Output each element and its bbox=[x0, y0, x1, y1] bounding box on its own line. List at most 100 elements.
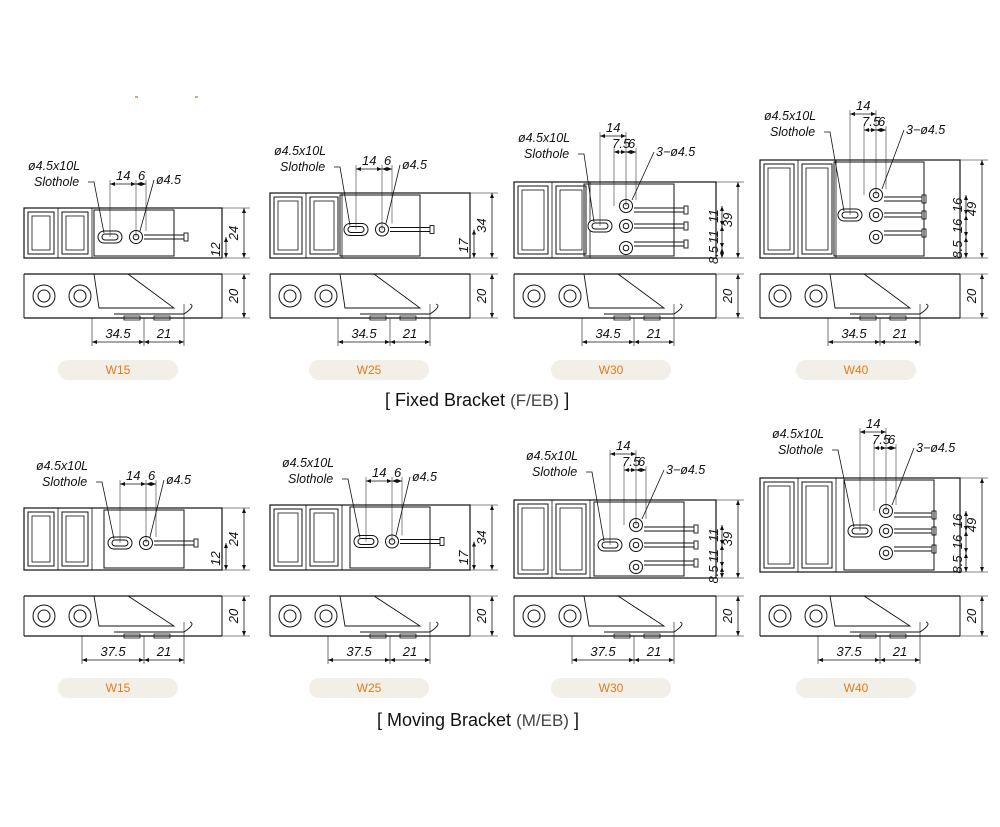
arrow bbox=[490, 596, 494, 601]
arrow bbox=[385, 340, 390, 344]
chain-link-circle bbox=[314, 284, 338, 308]
bracket-tongue bbox=[604, 621, 683, 633]
arrow bbox=[92, 340, 97, 344]
arrow bbox=[634, 340, 639, 344]
link-window bbox=[27, 211, 55, 255]
arrow bbox=[980, 478, 984, 483]
bracket-plate bbox=[583, 183, 675, 257]
arrow bbox=[224, 237, 228, 242]
arrow bbox=[736, 500, 740, 505]
slot-size-label: ø4.5x10L bbox=[28, 159, 80, 173]
arrow bbox=[736, 573, 740, 578]
top-view-frame bbox=[513, 499, 717, 579]
slothole-label: Slothole bbox=[34, 175, 79, 189]
link-window-inner bbox=[559, 507, 583, 571]
rivet-pad bbox=[889, 315, 907, 321]
arrow bbox=[736, 313, 740, 318]
height-dim-label: 34 bbox=[474, 218, 489, 232]
chain-link-bore bbox=[527, 289, 541, 303]
spacing-label: 6 bbox=[638, 454, 646, 469]
bracket-tongue bbox=[850, 303, 929, 315]
bracket-plate bbox=[843, 479, 935, 571]
bracket-tongue bbox=[360, 621, 439, 633]
leader-line bbox=[891, 447, 915, 506]
arrow bbox=[242, 208, 246, 213]
arrow bbox=[490, 193, 494, 198]
slothole-label: Slothole bbox=[524, 147, 569, 161]
chain-link-bore bbox=[563, 609, 577, 623]
arrow bbox=[242, 596, 246, 601]
link-window-inner bbox=[277, 200, 299, 251]
pin-head bbox=[693, 558, 699, 568]
arrow bbox=[490, 253, 494, 258]
link-window bbox=[61, 511, 89, 567]
spacing-label: 6 bbox=[878, 114, 886, 129]
length-dim-label: 34.5 bbox=[841, 326, 867, 341]
length-dim-label: 34.5 bbox=[351, 326, 377, 341]
length-dim-label: 21 bbox=[402, 644, 417, 659]
arrow bbox=[151, 482, 156, 486]
arrow bbox=[490, 631, 494, 636]
chain-height-label: 20 bbox=[964, 288, 979, 304]
leader-line bbox=[881, 129, 905, 190]
hole-size-label: ø4.5 bbox=[156, 173, 181, 187]
mount-hole-inner bbox=[622, 244, 630, 252]
height-dim-label: 34 bbox=[474, 530, 489, 544]
link-window-inner bbox=[767, 167, 791, 251]
pin-head bbox=[683, 221, 689, 231]
chain-height-label: 20 bbox=[474, 608, 489, 624]
pin-head bbox=[931, 544, 937, 554]
arrow bbox=[720, 525, 724, 530]
mount-hole-inner bbox=[872, 233, 880, 241]
arrow bbox=[980, 160, 984, 165]
mount-hole-inner bbox=[882, 527, 890, 535]
arrow bbox=[720, 562, 724, 567]
arrow bbox=[980, 596, 984, 601]
link-window bbox=[273, 508, 303, 567]
arrow bbox=[818, 658, 823, 662]
link-window-inner bbox=[65, 215, 85, 251]
spacing-label: 14 bbox=[372, 465, 386, 480]
arrow bbox=[720, 573, 724, 578]
chain-link-circle bbox=[68, 604, 92, 628]
arrow bbox=[242, 565, 246, 570]
rivet-pad bbox=[153, 315, 171, 321]
size-badge-moving-w25: W25 bbox=[309, 678, 429, 698]
chain-height-label: 20 bbox=[720, 608, 735, 624]
bracket-plate bbox=[833, 161, 925, 257]
spacing-label: 6 bbox=[384, 153, 392, 168]
length-dim-label: 37.5 bbox=[590, 644, 616, 659]
chain-link-circle bbox=[68, 284, 92, 308]
arrow bbox=[736, 631, 740, 636]
arrow bbox=[891, 446, 896, 450]
arrow bbox=[871, 128, 876, 132]
bracket-tongue bbox=[604, 303, 683, 315]
chain-link-bore bbox=[563, 289, 577, 303]
arrow bbox=[472, 565, 476, 570]
rivet-pad bbox=[859, 315, 877, 321]
arrow bbox=[224, 543, 228, 548]
hole-size-label: ø4.5 bbox=[402, 158, 427, 172]
spacing-label: 14 bbox=[606, 120, 620, 135]
mount-hole bbox=[619, 241, 633, 255]
spacing-label: 6 bbox=[138, 168, 146, 183]
chain-link-bore bbox=[319, 289, 333, 303]
arrow bbox=[629, 658, 634, 662]
mount-hole-inner bbox=[632, 563, 640, 571]
arrow bbox=[874, 446, 879, 450]
link-window bbox=[273, 196, 303, 255]
bracket-plate bbox=[593, 501, 685, 577]
length-dim-label: 34.5 bbox=[595, 326, 621, 341]
holes-size-label: 3−ø4.5 bbox=[916, 441, 955, 455]
spacing-label: 7.5 bbox=[622, 454, 641, 469]
arrow bbox=[139, 340, 144, 344]
slothole-label: Slothole bbox=[280, 160, 325, 174]
arrow bbox=[621, 134, 626, 138]
leader-line bbox=[334, 166, 351, 226]
